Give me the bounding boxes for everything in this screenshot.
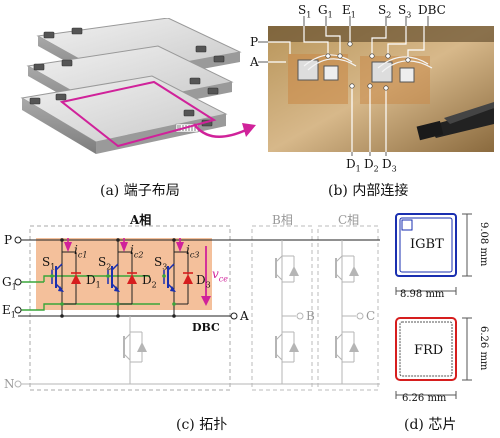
igbt-cell-3 (163, 238, 193, 316)
diode-d1: D1 (86, 273, 101, 290)
label-d1: D1 (346, 157, 361, 174)
phase-b-label: B相 (272, 213, 293, 227)
current-ic3: ic3 (186, 243, 200, 260)
diode-d3: D3 (196, 273, 211, 290)
label-d2: D2 (364, 157, 379, 174)
igbt-chip (394, 212, 458, 278)
frd-height-text: 6.26 mm (478, 326, 489, 371)
label-s3: S3 (398, 3, 412, 20)
internal-photo (268, 26, 494, 152)
caption-b: (b) 内部连接 (328, 183, 409, 199)
frd-width-text: 6.26 mm (402, 393, 447, 404)
photo-leader-lines (250, 0, 500, 175)
caption-d: (d) 芯片 (404, 417, 457, 433)
phase-c-label: C相 (338, 213, 360, 227)
igbt-height-dim (460, 212, 474, 278)
diode-d2: D2 (142, 273, 157, 290)
module-photo (18, 17, 268, 178)
switch-s3: S3 (154, 255, 168, 272)
vce-label: vce (212, 267, 228, 284)
label-d3: D3 (382, 157, 397, 174)
terminal-a: A (240, 309, 249, 323)
label-a: A (250, 55, 259, 69)
label-dbc: DBC (418, 3, 446, 17)
frd-label: FRD (414, 343, 444, 358)
label-g1: G1 (318, 3, 333, 20)
label-s1: S1 (298, 3, 312, 20)
terminal-c: C (366, 309, 376, 323)
current-ic1: ic1 (74, 243, 88, 260)
label-e1: E1 (342, 3, 356, 20)
dbc-label: DBC (192, 321, 220, 334)
curved-arrow (190, 108, 260, 148)
switch-s2: S2 (98, 255, 112, 272)
igbt-cell-2 (107, 238, 137, 316)
caption-a: (a) 端子布局 (100, 183, 180, 199)
igbt-label: IGBT (410, 237, 444, 252)
caption-c: (c) 拓扑 (176, 417, 228, 433)
terminal-e1: E1 (2, 303, 16, 320)
terminal-n: N (4, 377, 15, 391)
current-ic2: ic2 (130, 243, 144, 260)
label-p: P (250, 35, 259, 49)
highlight-outline (59, 80, 217, 148)
terminal-b: B (306, 309, 315, 323)
phase-a-label: A相 (130, 213, 152, 227)
terminal-g1: G1 (2, 275, 17, 292)
frd-height-dim (460, 316, 474, 382)
topology-diagram (0, 212, 390, 408)
frd-width-dim (394, 384, 458, 399)
igbt-height-text: 9.08 mm (478, 222, 489, 267)
igbt-width-dim (394, 280, 458, 295)
igbt-width-text: 8.98 mm (400, 289, 445, 300)
switch-s1: S1 (42, 255, 56, 272)
frd-chip (394, 316, 458, 382)
label-s2: S2 (378, 3, 392, 20)
terminal-p: P (4, 233, 13, 247)
